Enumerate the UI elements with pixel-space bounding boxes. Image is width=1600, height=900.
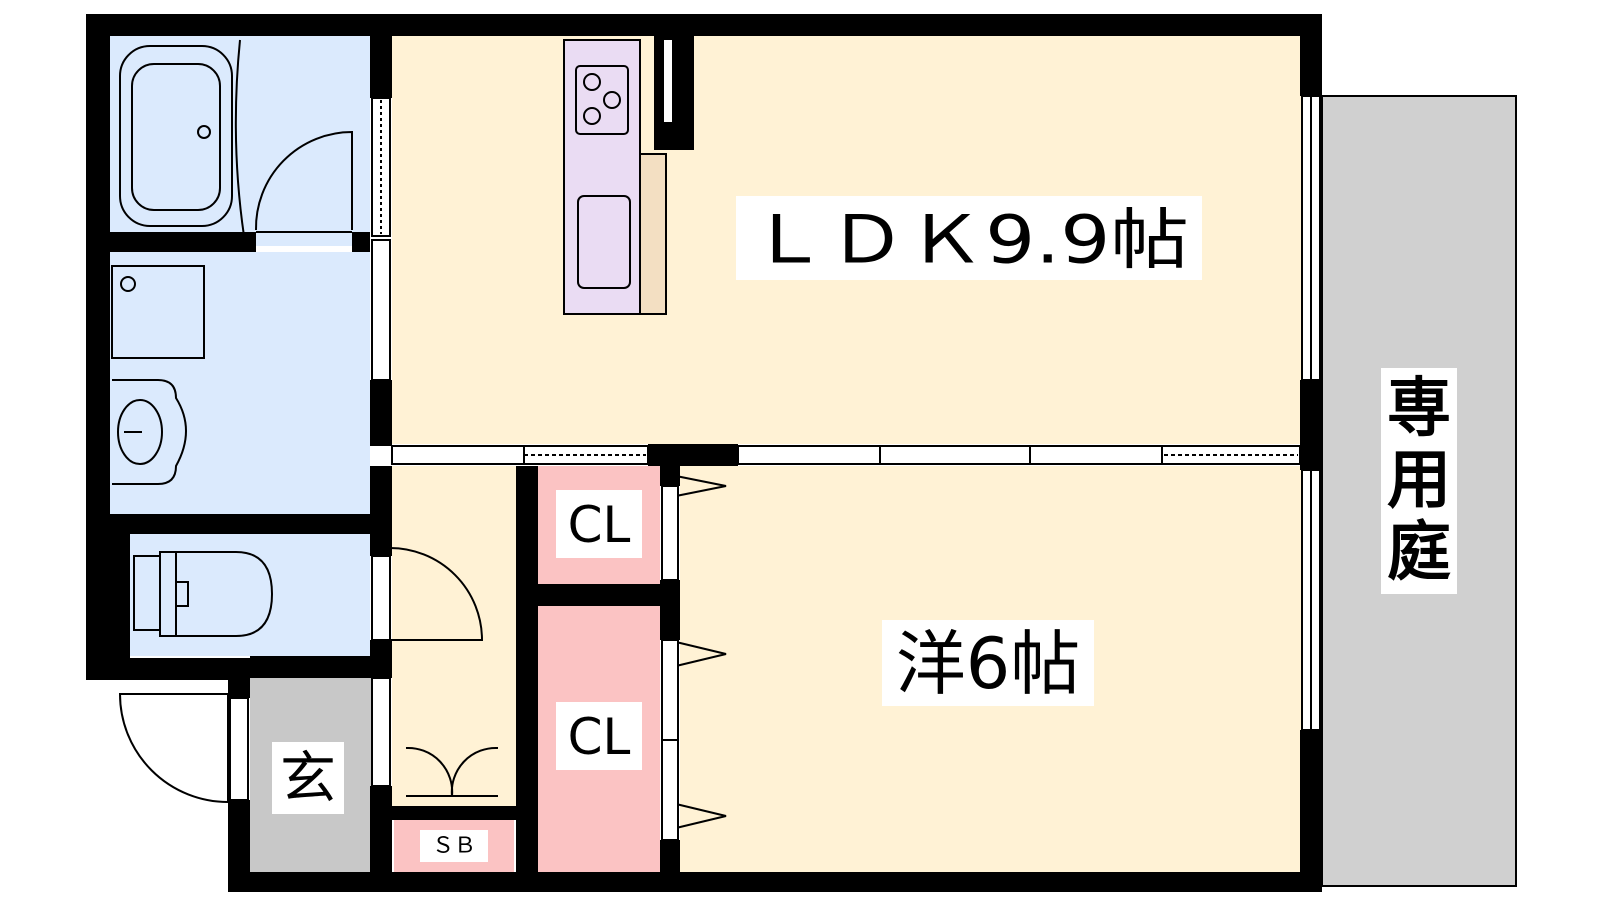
fridge-wall [654, 36, 694, 150]
shoe-box-label-bg [420, 830, 488, 862]
garden-char-2: 用 [1387, 444, 1451, 518]
western-label-bg [882, 620, 1094, 706]
washbasin-bowl [117, 399, 163, 465]
kitchen-side-counter [639, 153, 667, 315]
bathtub-icon [119, 45, 233, 227]
shoe-box-label: ＳＢ [432, 834, 476, 859]
closet-door-lower-1 [675, 641, 727, 667]
entrance-door-swing [118, 693, 229, 804]
washing-machine-icon [111, 265, 205, 359]
ldk-label: ＬＤＫ9.9帖 [749, 202, 1189, 279]
garden-char-1: 専 [1387, 372, 1451, 446]
cooktop [575, 65, 629, 135]
garden-char-3: 庭 [1387, 516, 1451, 590]
shoe-box-door-right [450, 746, 499, 797]
walls [86, 14, 1322, 892]
western-label: 洋6帖 [896, 623, 1081, 705]
toilet-lever [175, 581, 189, 607]
entrance-label-bg [272, 742, 344, 814]
closet-lower-label-bg [556, 702, 642, 770]
closet-door-lower-2 [675, 803, 727, 829]
bath-door-swing [254, 130, 353, 231]
washbasin-icon [112, 379, 187, 485]
closet-lower-label: CL [568, 708, 631, 766]
washroom [110, 252, 370, 514]
toilet-icon [159, 551, 274, 637]
closet-upper-label: CL [568, 496, 631, 554]
private-garden-label-bg [1381, 368, 1457, 594]
washing-machine-drain [120, 276, 136, 292]
closet-door-upper [675, 475, 727, 497]
bathtub-inner [131, 63, 221, 211]
closet-upper-label-bg [556, 490, 642, 558]
burner-icon [583, 107, 601, 125]
openings [229, 95, 1321, 841]
entrance-label: 玄 [280, 747, 336, 812]
bathroom [110, 36, 370, 246]
kitchen-sink [577, 195, 631, 289]
toilet-door-swing [389, 547, 484, 641]
ldk-label-bg [736, 196, 1202, 280]
bathtub-drain [197, 125, 211, 139]
burner-icon [603, 91, 621, 109]
hallway [392, 466, 516, 806]
private-garden-label: 専用庭 [1387, 372, 1451, 590]
burner-icon [583, 73, 601, 91]
fridge-inner-line [664, 40, 672, 122]
bath-partition [234, 39, 245, 237]
